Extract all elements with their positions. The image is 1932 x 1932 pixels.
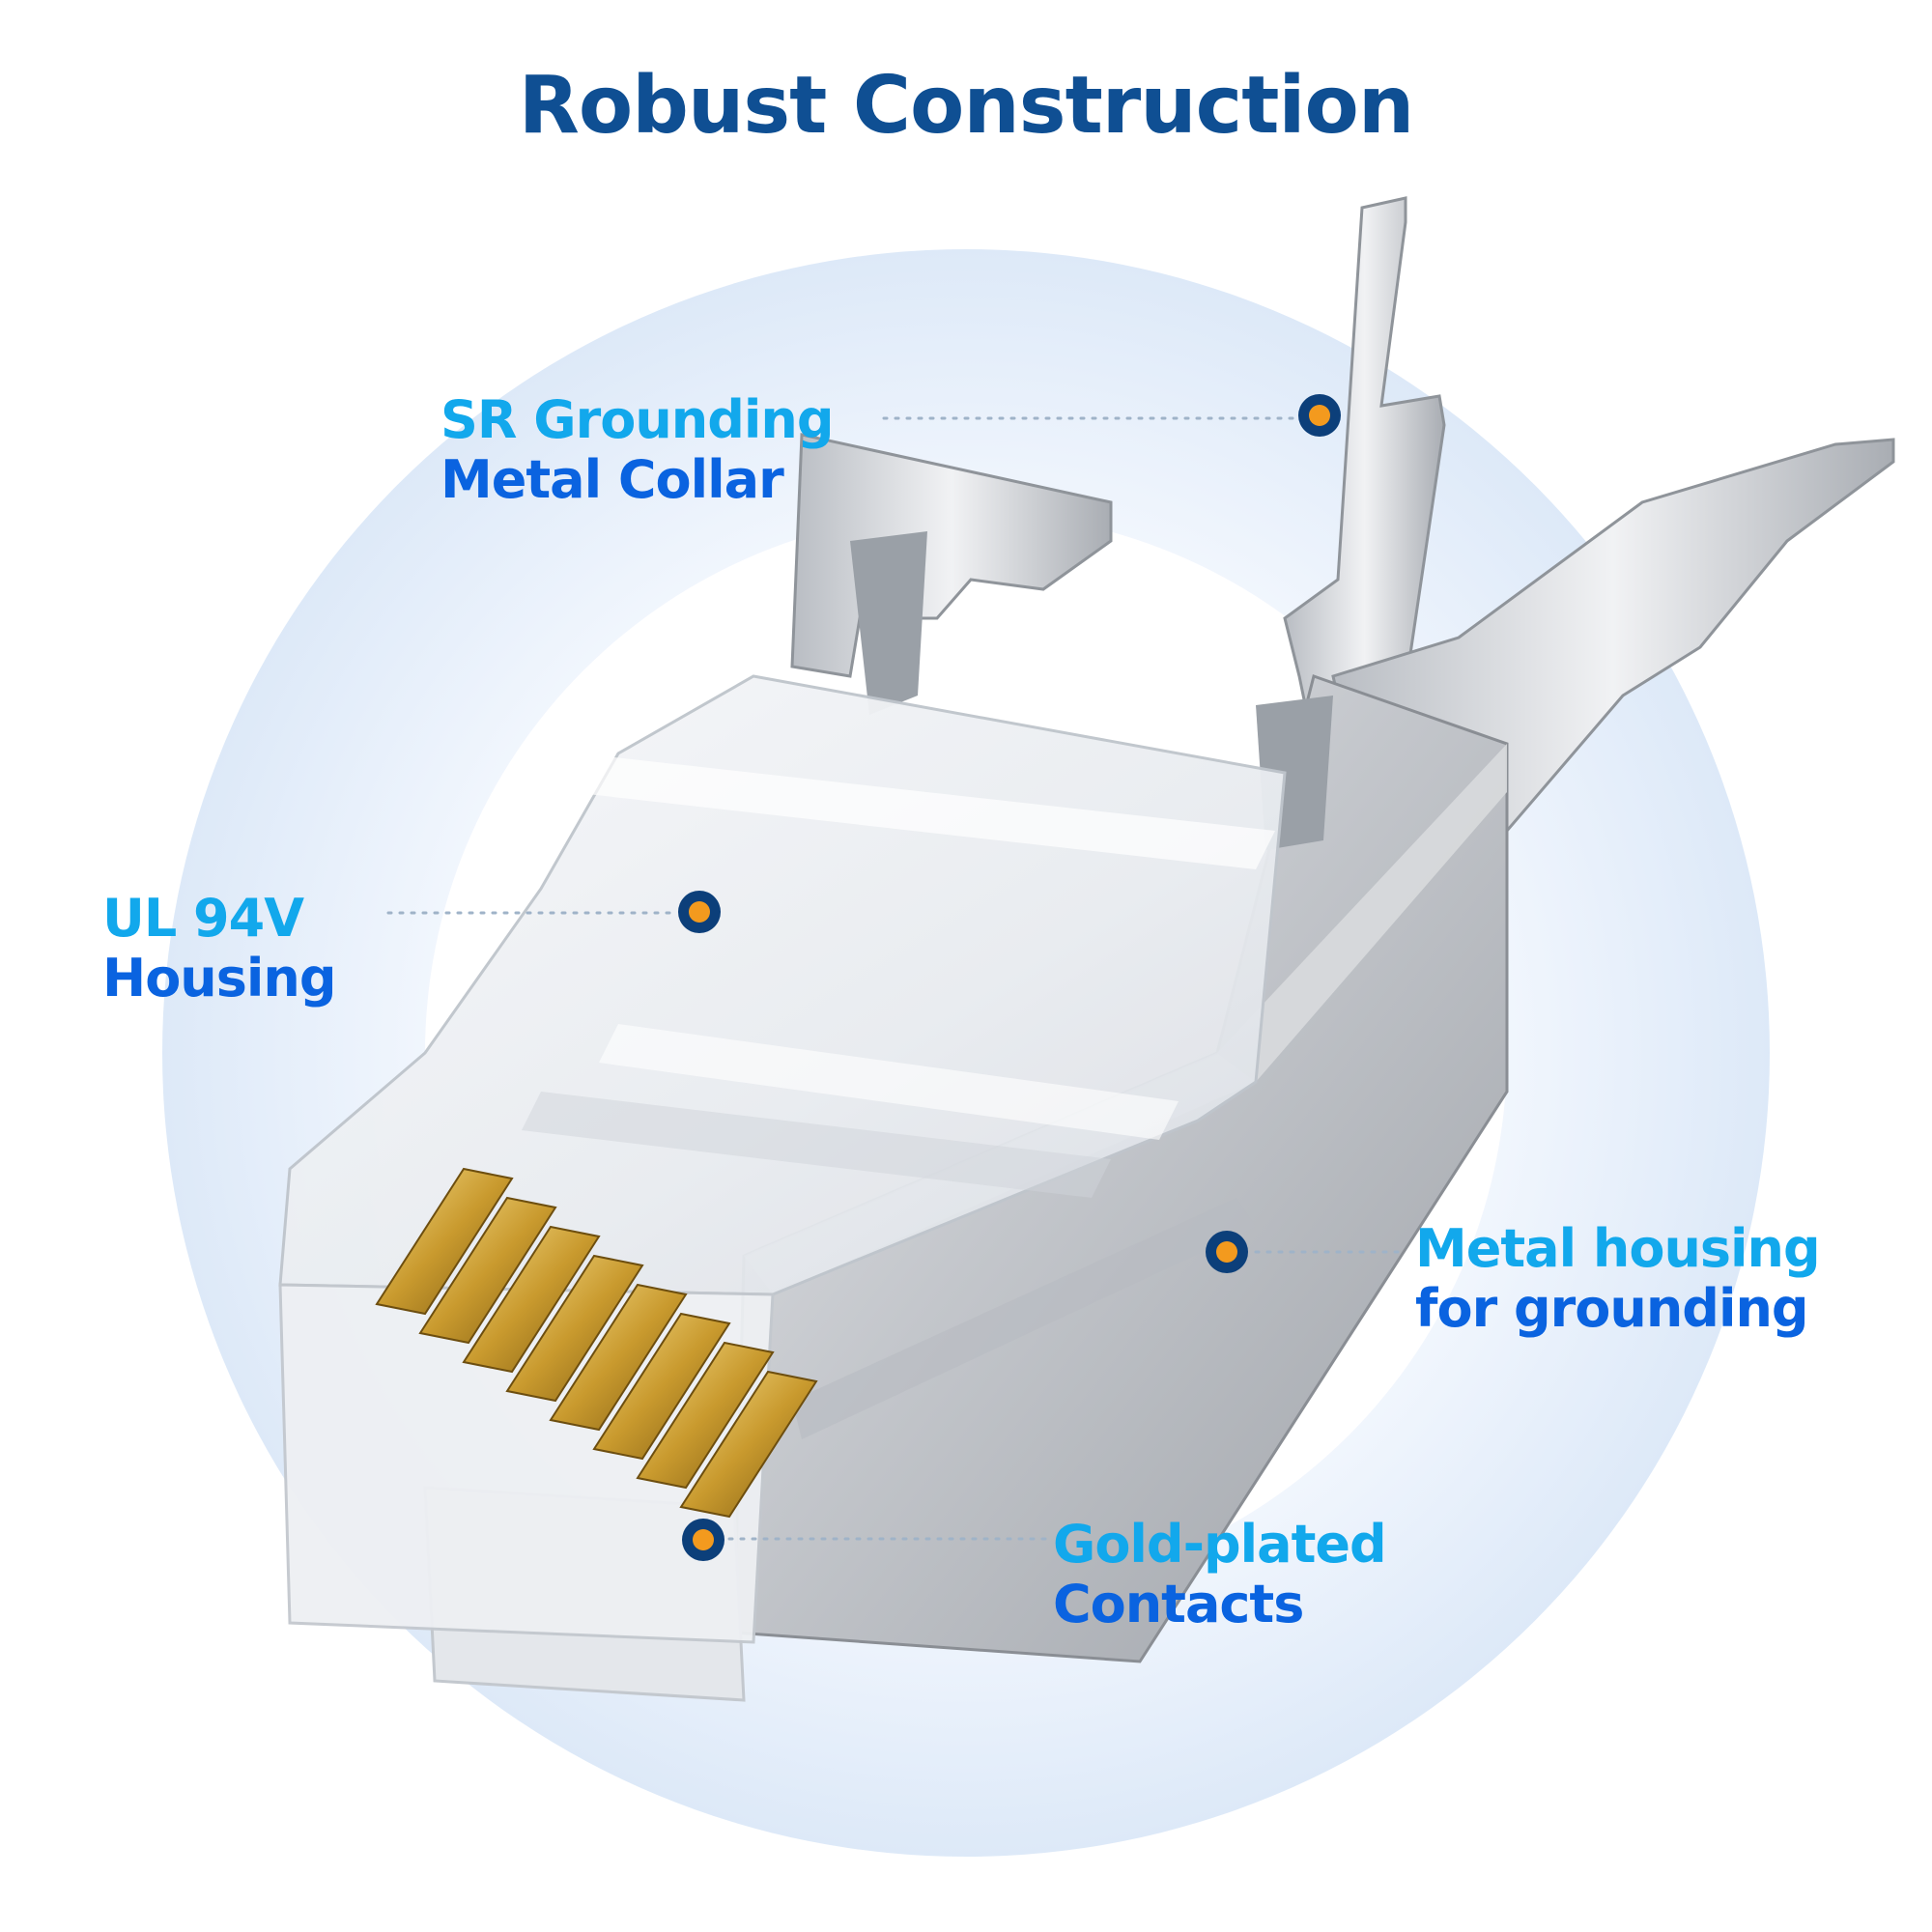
callout-grounding-collar: SR Grounding Metal Collar — [440, 389, 834, 510]
callout-line-2: for grounding — [1415, 1278, 1809, 1339]
callout-line-2: Contacts — [1053, 1574, 1304, 1634]
callout-metal-housing: Metal housing for grounding — [1415, 1218, 1821, 1339]
callout-leader-lines — [386, 416, 1403, 1541]
callout-gold-contacts: Gold-plated Contacts — [1053, 1514, 1387, 1634]
callout-markers — [678, 394, 1341, 1561]
callout-marker-dot — [682, 1519, 724, 1561]
callout-line-1: Metal housing — [1415, 1218, 1821, 1279]
callout-ul-housing: UL 94V Housing — [102, 888, 336, 1009]
callout-line-2: Metal Collar — [440, 449, 784, 510]
callout-marker-dot — [678, 891, 721, 933]
callout-line-1: Gold-plated — [1053, 1514, 1387, 1575]
callout-marker-dot — [1298, 394, 1341, 437]
callout-line-1: UL 94V — [102, 888, 304, 949]
gold-contacts — [375, 1167, 818, 1519]
callout-line-1: SR Grounding — [440, 389, 834, 450]
callout-line-2: Housing — [102, 948, 336, 1009]
page-title: Robust Construction — [518, 60, 1414, 152]
callout-marker-dot — [1206, 1231, 1248, 1273]
